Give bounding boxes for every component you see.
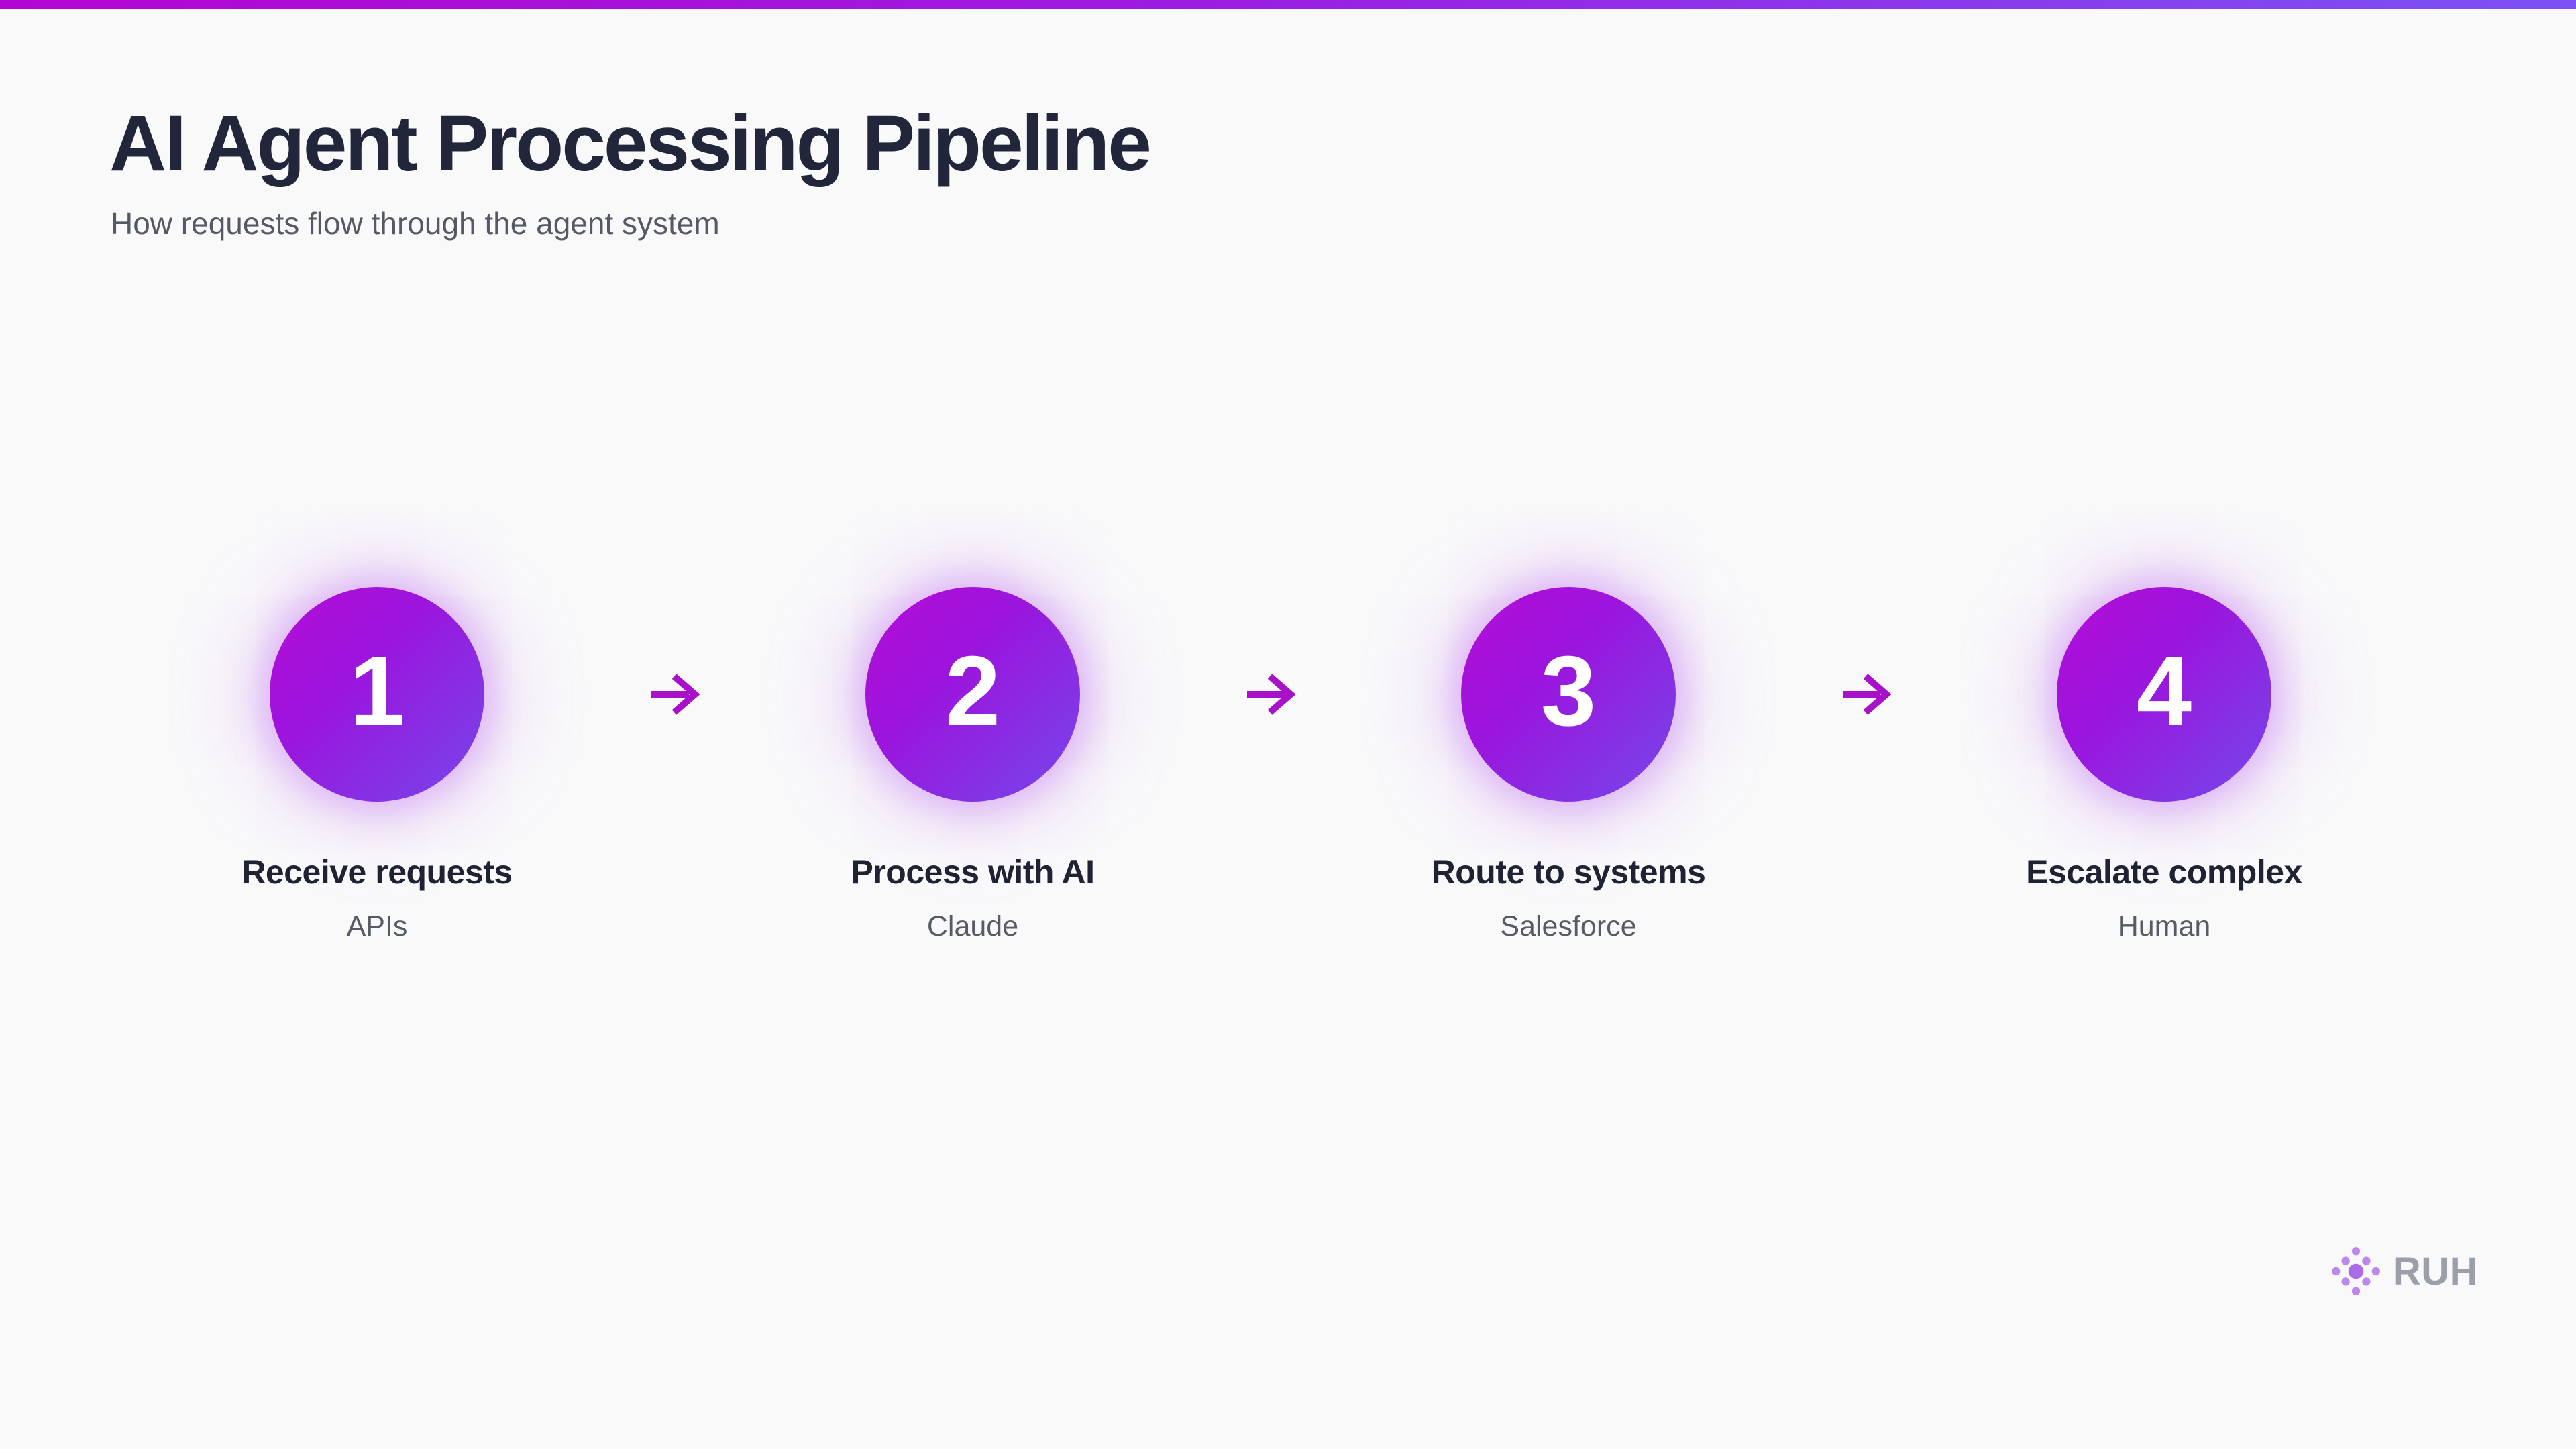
arrow-right-icon	[1247, 674, 1295, 715]
pipeline-step-4: 4 Escalate complex Human	[2003, 587, 2325, 943]
arrow-cell	[538, 587, 812, 802]
step-2-label: Process with AI	[851, 853, 1095, 891]
step-3-circle: 3	[1461, 587, 1676, 802]
pipeline-step-1: 1 Receive requests APIs	[216, 587, 538, 943]
step-2-number: 2	[945, 636, 1001, 747]
header: AI Agent Processing Pipeline How request…	[109, 99, 1152, 241]
pipeline-diagram: 1 Receive requests APIs 2 Process with A…	[0, 587, 2559, 943]
page-subtitle: How requests flow through the agent syst…	[111, 206, 720, 241]
step-3-number: 3	[1540, 636, 1597, 747]
pipeline-step-3: 3 Route to systems Salesforce	[1407, 587, 1729, 943]
brand-logo-text: RUH	[2392, 1249, 2478, 1293]
dots-cluster-icon	[2331, 1247, 2380, 1295]
pipeline-step-2: 2 Process with AI Claude	[812, 587, 1134, 943]
top-accent-bar	[0, 0, 2576, 9]
step-4-circle: 4	[2057, 587, 2271, 802]
step-1-label: Receive requests	[241, 853, 513, 891]
arrow-cell	[1134, 587, 1407, 802]
step-2-circle: 2	[865, 587, 1080, 802]
step-1-number: 1	[349, 636, 405, 747]
step-3-sublabel: Salesforce	[1500, 910, 1637, 943]
brand-logo: RUH	[2330, 1245, 2478, 1297]
step-1-circle: 1	[270, 587, 484, 802]
arrow-right-icon	[651, 674, 700, 715]
step-3-label: Route to systems	[1431, 853, 1706, 891]
step-1-sublabel: APIs	[346, 910, 408, 943]
step-4-label: Escalate complex	[2026, 853, 2302, 891]
step-4-sublabel: Human	[2117, 910, 2211, 943]
step-2-sublabel: Claude	[926, 910, 1019, 943]
arrow-cell	[1729, 587, 2003, 802]
page-title: AI Agent Processing Pipeline	[109, 99, 1152, 188]
arrow-right-icon	[1843, 674, 1891, 715]
step-4-number: 4	[2136, 636, 2192, 747]
